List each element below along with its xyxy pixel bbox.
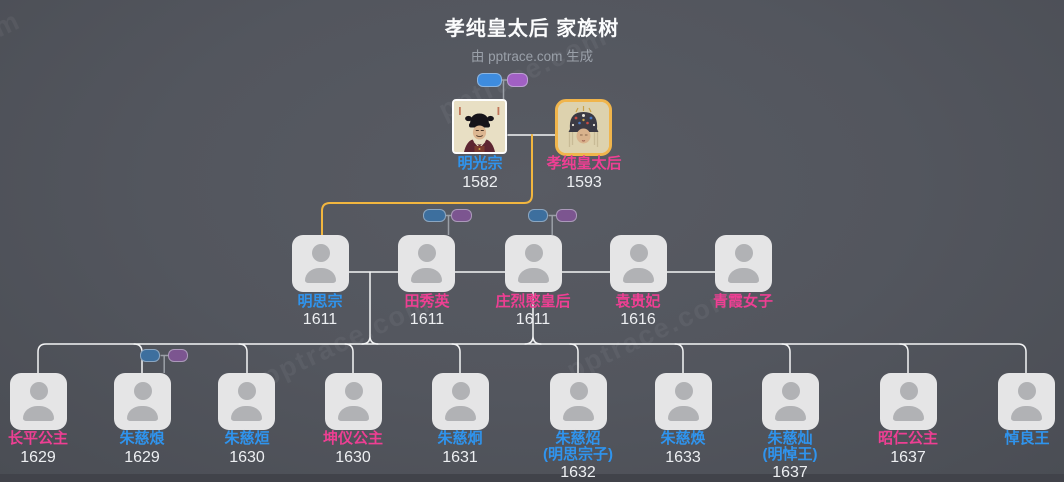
person-placeholder-icon <box>398 235 455 292</box>
person-name: 坤仪公主 <box>322 430 383 447</box>
node-zhu-cican[interactable] <box>762 373 819 430</box>
person-placeholder-icon <box>880 373 937 430</box>
person-year: 1616 <box>620 311 656 328</box>
person-name: 孝纯皇太后 <box>546 155 622 172</box>
node-qingxia-nvzi[interactable] <box>715 235 772 292</box>
father-pill-icon[interactable] <box>423 209 446 222</box>
node-changping-gongzhu[interactable] <box>10 373 67 430</box>
mother-pill-icon[interactable] <box>507 73 528 87</box>
person-placeholder-icon <box>505 235 562 292</box>
person-name: 袁贵妃 <box>615 293 661 310</box>
page-title: 孝纯皇太后 家族树 <box>444 18 620 40</box>
person-name: 朱慈灿 <box>767 430 813 447</box>
person-year: 1630 <box>335 449 371 466</box>
person-year: 1637 <box>890 449 926 466</box>
person-year: 1629 <box>20 449 56 466</box>
person-year: 1582 <box>462 174 498 191</box>
person-year: 1611 <box>515 311 551 328</box>
person-year: 1629 <box>124 449 160 466</box>
person-year: 1593 <box>566 174 602 191</box>
person-name: 田秀英 <box>404 293 450 310</box>
person-placeholder-icon <box>432 373 489 430</box>
person-year: 1633 <box>665 449 701 466</box>
person-name: 昭仁公主 <box>877 430 938 447</box>
node-zhu-cihuan[interactable] <box>655 373 712 430</box>
node-kunyi-gongzhu[interactable] <box>325 373 382 430</box>
person-placeholder-icon <box>715 235 772 292</box>
person-placeholder-icon <box>325 373 382 430</box>
node-zhu-cilang[interactable] <box>114 373 171 430</box>
father-pill-icon[interactable] <box>528 209 548 222</box>
person-placeholder-icon <box>292 235 349 292</box>
person-name: 明思宗 <box>297 293 343 310</box>
mother-pill-icon[interactable] <box>556 209 577 222</box>
person-name: 明光宗 <box>457 155 503 172</box>
person-name: 悼良王 <box>1004 430 1050 447</box>
person-name: 朱慈烺 <box>119 430 165 447</box>
node-zhu-cixuan[interactable] <box>218 373 275 430</box>
person-year: 1611 <box>409 311 445 328</box>
node-empress-dowager-xiaochun[interactable] <box>555 99 612 156</box>
person-year: 1631 <box>442 449 478 466</box>
person-name: 青霞女子 <box>712 293 773 310</box>
ming-guangzong-portrait <box>454 101 505 152</box>
person-year: 1611 <box>302 311 338 328</box>
node-tian-xiuying[interactable] <box>398 235 455 292</box>
person-placeholder-icon <box>762 373 819 430</box>
node-zhu-cizhao[interactable] <box>550 373 607 430</box>
person-placeholder-icon <box>218 373 275 430</box>
person-placeholder-icon <box>998 373 1055 430</box>
person-placeholder-icon <box>610 235 667 292</box>
person-placeholder-icon <box>550 373 607 430</box>
person-name-alias: (明悼王) <box>762 446 818 463</box>
node-empress-zhuanglie[interactable] <box>505 235 562 292</box>
person-year: 1632 <box>560 464 596 481</box>
mother-pill-icon[interactable] <box>451 209 472 222</box>
node-zhaoren-gongzhu[interactable] <box>880 373 937 430</box>
father-pill-icon[interactable] <box>477 73 502 87</box>
person-year: 1630 <box>229 449 265 466</box>
father-pill-icon[interactable] <box>140 349 160 362</box>
node-ming-sizong[interactable] <box>292 235 349 292</box>
mother-pill-icon[interactable] <box>168 349 188 362</box>
generated-by-text: 由 pptrace.com 生成 <box>470 49 594 64</box>
node-daoliang-wang[interactable] <box>998 373 1055 430</box>
empress-dowager-xiaochun-portrait <box>558 102 609 153</box>
person-name: 朱慈烜 <box>224 430 270 447</box>
node-consort-yuan[interactable] <box>610 235 667 292</box>
person-name: 朱慈炯 <box>437 430 483 447</box>
person-placeholder-icon <box>10 373 67 430</box>
bottom-edge-strip <box>0 474 1064 482</box>
node-ming-guangzong[interactable] <box>452 99 507 154</box>
node-zhu-cijiong[interactable] <box>432 373 489 430</box>
person-name: 朱慈焕 <box>660 430 706 447</box>
person-placeholder-icon <box>114 373 171 430</box>
person-name: 长平公主 <box>7 430 68 447</box>
person-name: 庄烈愍皇后 <box>495 293 571 310</box>
person-year: 1637 <box>772 464 808 481</box>
person-name: 朱慈炤 <box>555 430 601 447</box>
person-name-alias: (明思宗子) <box>543 446 613 463</box>
person-placeholder-icon <box>655 373 712 430</box>
